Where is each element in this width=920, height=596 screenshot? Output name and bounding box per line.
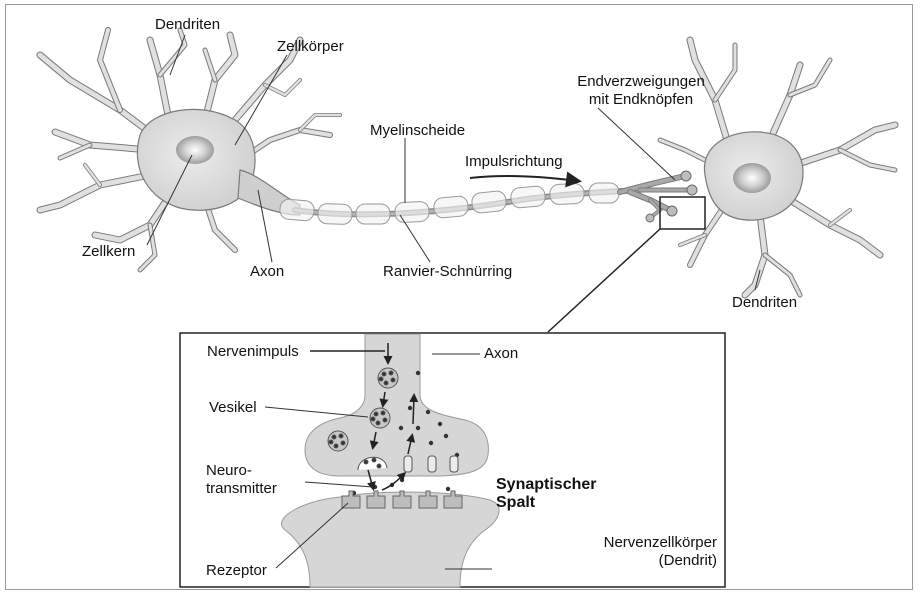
label-nervenimpuls: Nervenimpuls (207, 343, 299, 361)
label-neurotransmitter-line2: transmitter (206, 480, 277, 498)
vesicle (328, 431, 348, 451)
label-ranvier: Ranvier-Schnürring (383, 263, 512, 281)
label-nervenzellkoerper-line2: (Dendrit) (560, 552, 717, 570)
label-impulsrichtung: Impulsrichtung (465, 153, 563, 171)
label-endverzweigungen: Endverzweigungen mit Endknöpfen (566, 73, 716, 109)
vesicle (378, 368, 398, 388)
label-dendriten-left: Dendriten (155, 16, 220, 34)
label-myelinscheide: Myelinscheide (370, 122, 465, 140)
vesicle (370, 408, 390, 428)
left-neuron (40, 30, 340, 270)
label-synaptischer-line1: Synaptischer (496, 476, 596, 494)
label-synaptischer-spalt: Synaptischer Spalt (496, 476, 596, 512)
label-inset-axon: Axon (484, 345, 518, 363)
label-neurotransmitter-line1: Neuro- (206, 462, 277, 480)
left-nucleus (176, 136, 214, 164)
label-vesikel: Vesikel (209, 399, 257, 417)
label-dendriten-right: Dendriten (732, 294, 797, 312)
reuptake-channels (404, 456, 458, 472)
label-zellkoerper: Zellkörper (277, 38, 344, 56)
label-rezeptor: Rezeptor (206, 562, 267, 580)
label-nervenzellkoerper-line1: Nervenzellkörper (560, 534, 717, 552)
label-neurotransmitter: Neuro- transmitter (206, 462, 277, 498)
label-endverzweigungen-line1: Endverzweigungen (566, 73, 716, 91)
zoom-box (660, 197, 705, 229)
label-endverzweigungen-line2: mit Endknöpfen (566, 91, 716, 109)
label-zellkern: Zellkern (82, 243, 135, 261)
label-nervenzellkoerper: Nervenzellkörper (Dendrit) (560, 534, 717, 570)
label-axon: Axon (250, 263, 284, 281)
myelin-segments (279, 183, 619, 225)
impulse-arrow (470, 176, 578, 181)
right-nucleus (733, 163, 771, 193)
axon-myelin (279, 183, 640, 225)
zoom-connector (548, 229, 660, 332)
label-synaptischer-line2: Spalt (496, 494, 596, 512)
